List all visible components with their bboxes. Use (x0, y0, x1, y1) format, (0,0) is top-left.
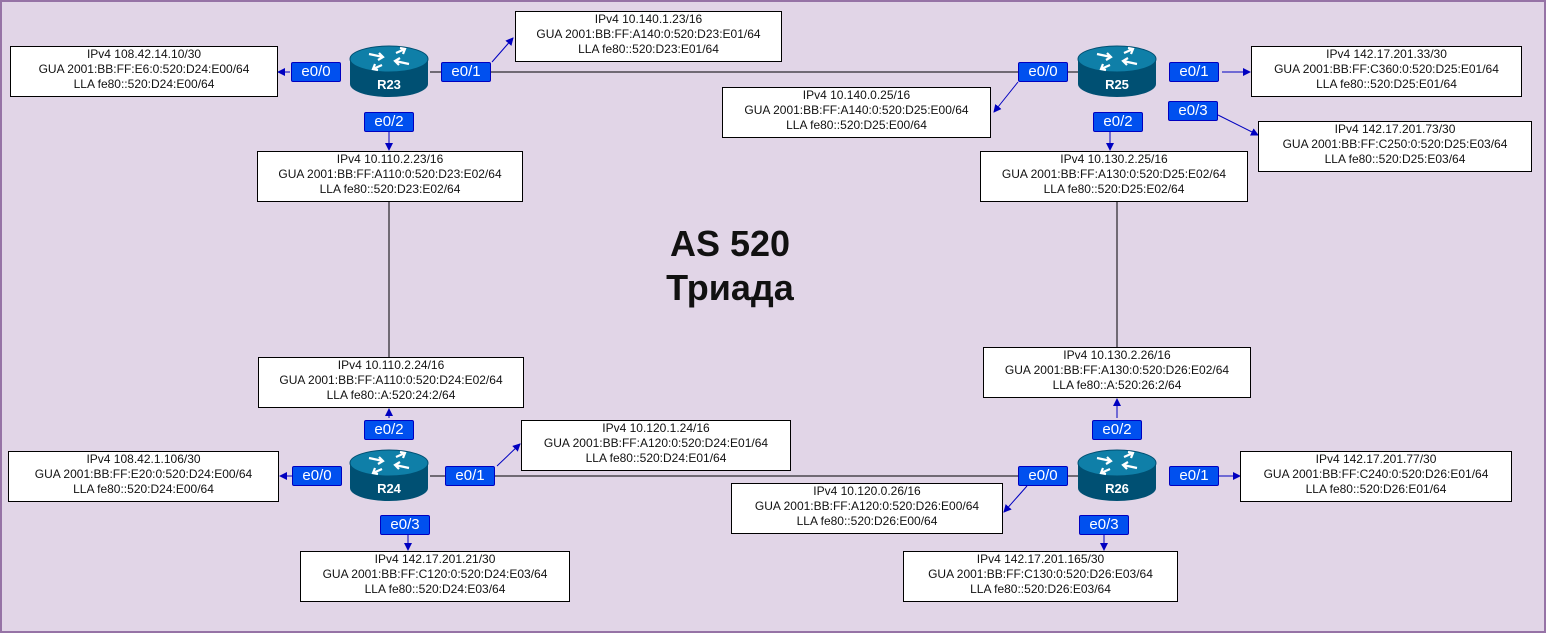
arrow-r24-e0-1 (496, 443, 521, 467)
address-box-r26-e0-1: IPv4 142.17.201.77/30 GUA 2001:BB:FF:C24… (1240, 451, 1512, 502)
address-box-r23-e0-0: IPv4 108.42.14.10/30 GUA 2001:BB:FF:E6:0… (10, 46, 278, 97)
as-title-line-1: AS 520 (669, 223, 791, 264)
iface-r26-e0-3[interactable]: e0/3 (1079, 515, 1129, 535)
router-icon (349, 449, 429, 501)
ipv4-address: IPv4 10.120.0.26/16 (813, 484, 921, 498)
ipv4-address: IPv4 142.17.201.21/30 (374, 552, 496, 566)
lla-address: LLA fe80::520:D24:E00/64 (73, 482, 214, 496)
lla-address: LLA fe80::520:D24:E03/64 (364, 582, 506, 596)
gua-address: GUA 2001:BB:FF:C240:0:520:D26:E01/64 (1263, 467, 1489, 481)
gua-address: GUA 2001:BB:FF:C120:0:520:D24:E03/64 (322, 567, 548, 581)
address-box-r25-e0-3: IPv4 142.17.201.73/30 GUA 2001:BB:FF:C25… (1258, 121, 1532, 172)
address-box-r24-e0-0: IPv4 108.42.1.106/30 GUA 2001:BB:FF:E20:… (8, 451, 279, 502)
ipv4-address: IPv4 10.120.1.24/16 (602, 421, 710, 435)
gua-address: GUA 2001:BB:FF:A110:0:520:D23:E02/64 (278, 167, 502, 181)
lla-address: LLA fe80::520:D23:E01/64 (578, 42, 719, 56)
arrow-r23-e0-1 (491, 37, 514, 63)
lla-address: LLA fe80::A:520:26:2/64 (1052, 378, 1182, 392)
iface-r24-e0-0[interactable]: e0/0 (292, 466, 342, 486)
gua-address: GUA 2001:BB:FF:A120:0:520:D24:E01/64 (543, 436, 769, 450)
lla-address: LLA fe80::520:D25:E01/64 (1316, 77, 1457, 91)
router-r26[interactable]: R26 (1077, 448, 1157, 502)
gua-address: GUA 2001:BB:FF:A130:0:520:D25:E02/64 (1001, 167, 1227, 181)
gua-address: GUA 2001:BB:FF:A140:0:520:D23:E01/64 (536, 27, 761, 41)
address-box-r25-e0-1: IPv4 142.17.201.33/30 GUA 2001:BB:FF:C36… (1251, 46, 1522, 97)
router-r24[interactable]: R24 (349, 448, 429, 502)
address-box-r24-e0-3: IPv4 142.17.201.21/30 GUA 2001:BB:FF:C12… (300, 551, 570, 602)
iface-r25-e0-3[interactable]: e0/3 (1168, 101, 1218, 121)
ipv4-address: IPv4 108.42.1.106/30 (86, 452, 201, 466)
gua-address: GUA 2001:BB:FF:C250:0:520:D25:E03/64 (1282, 137, 1508, 151)
arrow-r25-e0-0 (993, 81, 1019, 113)
address-box-r24-e0-2: IPv4 10.110.2.24/16 GUA 2001:BB:FF:A110:… (258, 357, 524, 408)
router-label: R24 (377, 481, 401, 496)
address-box-r26-e0-0: IPv4 10.120.0.26/16 GUA 2001:BB:FF:A120:… (731, 483, 1003, 534)
ipv4-address: IPv4 10.130.2.25/16 (1060, 152, 1168, 166)
gua-address: GUA 2001:BB:FF:E6:0:520:D24:E00/64 (38, 62, 250, 76)
ipv4-address: IPv4 108.42.14.10/30 (86, 47, 202, 61)
ipv4-address: IPv4 142.17.201.77/30 (1315, 452, 1437, 466)
lla-address: LLA fe80::520:D24:E00/64 (73, 77, 215, 91)
lla-address: LLA fe80::520:D26:E01/64 (1305, 482, 1447, 496)
lla-address: LLA fe80::520:D26:E00/64 (796, 514, 938, 528)
ipv4-address: IPv4 142.17.201.33/30 (1326, 47, 1447, 61)
lla-address: LLA fe80::A:520:24:2/64 (326, 388, 456, 402)
arrow-r26-e0-0 (1003, 485, 1028, 513)
iface-r23-e0-1[interactable]: e0/1 (441, 62, 491, 82)
address-box-r25-e0-2: IPv4 10.130.2.25/16 GUA 2001:BB:FF:A130:… (980, 151, 1248, 202)
router-icon (349, 45, 429, 97)
address-box-r26-e0-3: IPv4 142.17.201.165/30 GUA 2001:BB:FF:C1… (903, 551, 1178, 602)
iface-r26-e0-2[interactable]: e0/2 (1092, 420, 1142, 440)
lla-address: LLA fe80::520:D23:E02/64 (319, 182, 461, 196)
iface-r24-e0-1[interactable]: e0/1 (445, 466, 495, 486)
iface-r25-e0-0[interactable]: e0/0 (1018, 62, 1068, 82)
iface-r23-e0-2[interactable]: e0/2 (364, 112, 414, 132)
lla-address: LLA fe80::520:D25:E02/64 (1043, 182, 1185, 196)
router-label: R23 (377, 77, 401, 92)
ipv4-address: IPv4 142.17.201.73/30 (1334, 122, 1456, 136)
as-title-line-2: Триада (666, 267, 794, 308)
router-label: R25 (1105, 77, 1129, 92)
gua-address: GUA 2001:BB:FF:A130:0:520:D26:E02/64 (1004, 363, 1230, 377)
router-label: R26 (1105, 481, 1129, 496)
router-icon (1077, 45, 1157, 97)
lla-address: LLA fe80::520:D25:E00/64 (786, 118, 927, 132)
address-box-r26-e0-2: IPv4 10.130.2.26/16 GUA 2001:BB:FF:A130:… (983, 347, 1251, 398)
ipv4-address: IPv4 10.110.2.24/16 (337, 358, 445, 372)
gua-address: GUA 2001:BB:FF:C360:0:520:D25:E01/64 (1274, 62, 1499, 76)
iface-r24-e0-3[interactable]: e0/3 (380, 515, 430, 535)
iface-r26-e0-0[interactable]: e0/0 (1018, 466, 1068, 486)
arrow-r25-e0-3 (1217, 114, 1259, 136)
as-title: AS 520 Триада (620, 222, 840, 310)
router-r25[interactable]: R25 (1077, 44, 1157, 98)
lla-address: LLA fe80::520:D25:E03/64 (1324, 152, 1466, 166)
lla-address: LLA fe80::520:D26:E03/64 (970, 582, 1111, 596)
gua-address: GUA 2001:BB:FF:C130:0:520:D26:E03/64 (928, 567, 1153, 581)
address-box-r25-e0-0: IPv4 10.140.0.25/16 GUA 2001:BB:FF:A140:… (722, 87, 991, 138)
router-icon (1077, 449, 1157, 501)
lla-address: LLA fe80::520:D24:E01/64 (585, 451, 727, 465)
iface-r24-e0-2[interactable]: e0/2 (364, 420, 414, 440)
address-box-r23-e0-2: IPv4 10.110.2.23/16 GUA 2001:BB:FF:A110:… (257, 151, 523, 202)
ipv4-address: IPv4 10.140.1.23/16 (594, 12, 703, 26)
ipv4-address: IPv4 10.130.2.26/16 (1063, 348, 1171, 362)
gua-address: GUA 2001:BB:FF:E20:0:520:D24:E00/64 (34, 467, 253, 481)
router-r23[interactable]: R23 (349, 44, 429, 98)
ipv4-address: IPv4 142.17.201.165/30 (976, 552, 1105, 566)
iface-r23-e0-0[interactable]: e0/0 (291, 62, 341, 82)
iface-r25-e0-2[interactable]: e0/2 (1093, 112, 1143, 132)
ipv4-address: IPv4 10.140.0.25/16 (802, 88, 911, 102)
address-box-r23-e0-1: IPv4 10.140.1.23/16 GUA 2001:BB:FF:A140:… (515, 11, 782, 62)
gua-address: GUA 2001:BB:FF:A120:0:520:D26:E00/64 (754, 499, 980, 513)
address-box-r24-e0-1: IPv4 10.120.1.24/16 GUA 2001:BB:FF:A120:… (521, 420, 791, 471)
iface-r26-e0-1[interactable]: e0/1 (1169, 466, 1219, 486)
iface-r25-e0-1[interactable]: e0/1 (1169, 62, 1219, 82)
ipv4-address: IPv4 10.110.2.23/16 (336, 152, 444, 166)
gua-address: GUA 2001:BB:FF:A140:0:520:D25:E00/64 (744, 103, 969, 117)
gua-address: GUA 2001:BB:FF:A110:0:520:D24:E02/64 (279, 373, 503, 387)
